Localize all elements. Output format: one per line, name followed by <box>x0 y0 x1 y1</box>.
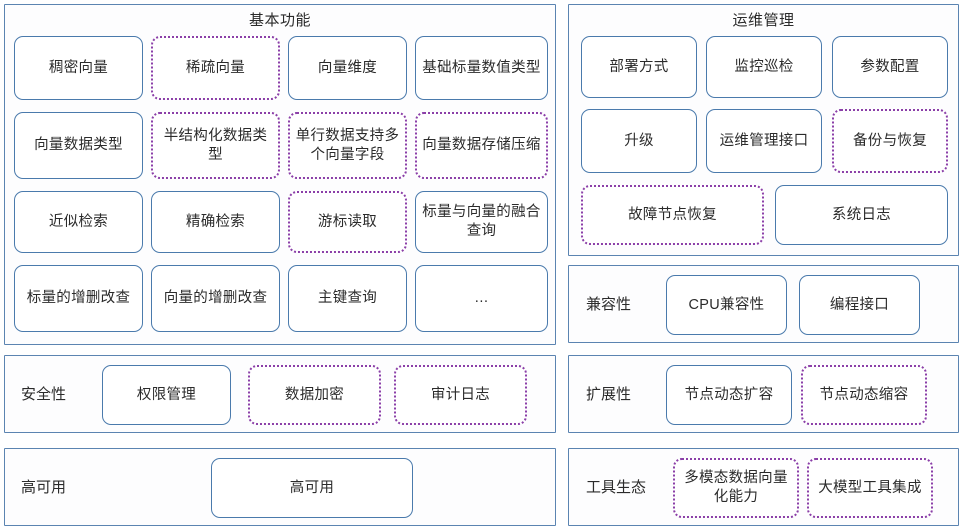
card-vector-data-type[interactable]: 向量数据类型 <box>14 112 143 179</box>
card-monitoring-inspection[interactable]: 监控巡检 <box>706 36 822 98</box>
panel-title-basic-functions: 基本功能 <box>248 12 311 29</box>
card-label: 稠密向量 <box>48 59 109 76</box>
card-audit-log[interactable]: 审计日志 <box>394 365 527 425</box>
card-label: 参数配置 <box>860 58 920 75</box>
card-vector-storage-compression[interactable]: 向量数据存储压缩 <box>415 112 548 179</box>
panel-compatibility: 兼容性 CPU兼容性 编程接口 <box>568 265 959 343</box>
card-parameter-configuration[interactable]: 参数配置 <box>832 36 948 98</box>
card-semi-structured-data-type[interactable]: 半结构化数据类型 <box>151 112 280 179</box>
card-label: 监控巡检 <box>734 58 794 75</box>
card-high-availability[interactable]: 高可用 <box>211 458 413 518</box>
card-upgrade[interactable]: 升级 <box>581 109 697 173</box>
card-node-dynamic-scale-out[interactable]: 节点动态扩容 <box>666 365 792 425</box>
panel-title-scalability: 扩展性 <box>586 386 632 403</box>
card-scalar-crud[interactable]: 标量的增删改查 <box>14 265 143 332</box>
card-label: … <box>474 290 489 306</box>
card-label: 游标读取 <box>317 213 378 230</box>
card-label: 向量数据类型 <box>34 137 123 153</box>
card-label: 节点动态缩容 <box>819 386 909 403</box>
card-label: 标量与向量的融合查询 <box>422 204 541 239</box>
panel-basic-functions: 基本功能 稠密向量 稀疏向量 向量维度 基础标量数值类型 向量数据类型 半结构化… <box>4 4 556 345</box>
card-label: 节点动态扩容 <box>684 386 774 403</box>
card-cursor-read[interactable]: 游标读取 <box>288 191 407 253</box>
card-label: 数据加密 <box>284 386 345 403</box>
card-basic-scalar-numeric-type[interactable]: 基础标量数值类型 <box>415 36 548 100</box>
card-ops-management-interface[interactable]: 运维管理接口 <box>706 109 822 173</box>
card-programming-interface[interactable]: 编程接口 <box>799 275 920 335</box>
card-multimodal-data-vectorization[interactable]: 多模态数据向量化能力 <box>673 458 799 518</box>
card-label: 单行数据支持多个向量字段 <box>295 127 400 163</box>
card-label: CPU兼容性 <box>688 296 765 313</box>
panel-security: 安全性 权限管理 数据加密 审计日志 <box>4 355 556 433</box>
card-sparse-vector[interactable]: 稀疏向量 <box>151 36 280 100</box>
card-llm-tool-integration[interactable]: 大模型工具集成 <box>807 458 933 518</box>
card-label: 权限管理 <box>136 386 197 403</box>
card-label: 向量的增删改查 <box>163 290 268 306</box>
card-label: 系统日志 <box>831 206 892 223</box>
card-scalar-vector-hybrid-query[interactable]: 标量与向量的融合查询 <box>415 191 548 253</box>
card-dense-vector[interactable]: 稠密向量 <box>14 36 143 100</box>
card-vector-dimension[interactable]: 向量维度 <box>288 36 407 100</box>
card-label: 向量数据存储压缩 <box>422 137 541 153</box>
card-failed-node-recovery[interactable]: 故障节点恢复 <box>581 185 764 245</box>
panel-title-high-availability: 高可用 <box>21 479 67 496</box>
panel-tool-ecosystem: 工具生态 多模态数据向量化能力 大模型工具集成 <box>568 448 959 526</box>
card-label: 升级 <box>624 132 654 149</box>
card-approximate-search[interactable]: 近似检索 <box>14 191 143 253</box>
panel-title-ops-management: 运维管理 <box>732 12 795 29</box>
card-label: 故障节点恢复 <box>628 206 717 223</box>
panel-title-security: 安全性 <box>21 386 67 403</box>
card-label: 高可用 <box>289 479 335 496</box>
card-backup-and-restore[interactable]: 备份与恢复 <box>832 109 948 173</box>
card-cpu-compatibility[interactable]: CPU兼容性 <box>666 275 787 335</box>
card-label: 大模型工具集成 <box>818 479 922 496</box>
panel-ops-management: 运维管理 部署方式 监控巡检 参数配置 升级 运维管理接口 备份与恢复 故障节点… <box>568 4 959 256</box>
card-multi-vector-fields-per-row[interactable]: 单行数据支持多个向量字段 <box>288 112 407 179</box>
card-label: 部署方式 <box>609 58 669 75</box>
card-primary-key-query[interactable]: 主键查询 <box>288 265 407 332</box>
panel-scalability: 扩展性 节点动态扩容 节点动态缩容 <box>568 355 959 433</box>
card-system-log[interactable]: 系统日志 <box>775 185 948 245</box>
card-exact-search[interactable]: 精确检索 <box>151 191 280 253</box>
card-label: 精确检索 <box>185 213 246 230</box>
card-vector-crud[interactable]: 向量的增删改查 <box>151 265 280 332</box>
card-more-ellipsis[interactable]: … <box>415 265 548 332</box>
card-label: 标量的增删改查 <box>26 290 131 306</box>
panel-title-tool-ecosystem: 工具生态 <box>586 479 647 496</box>
card-label: 编程接口 <box>829 296 890 313</box>
card-label: 近似检索 <box>48 213 109 230</box>
panel-high-availability: 高可用 高可用 <box>4 448 556 526</box>
card-label: 多模态数据向量化能力 <box>684 470 788 505</box>
card-label: 备份与恢复 <box>853 132 927 149</box>
panel-title-compatibility: 兼容性 <box>586 296 632 313</box>
card-label: 主键查询 <box>317 290 378 306</box>
card-deployment-mode[interactable]: 部署方式 <box>581 36 697 98</box>
card-permission-management[interactable]: 权限管理 <box>102 365 231 425</box>
card-label: 运维管理接口 <box>719 132 809 149</box>
card-node-dynamic-scale-in[interactable]: 节点动态缩容 <box>801 365 927 425</box>
card-label: 向量维度 <box>317 59 378 76</box>
card-label: 审计日志 <box>430 386 491 403</box>
card-label: 稀疏向量 <box>185 59 246 76</box>
card-label: 半结构化数据类型 <box>163 127 268 163</box>
card-label: 基础标量数值类型 <box>422 59 541 76</box>
card-data-encryption[interactable]: 数据加密 <box>248 365 381 425</box>
